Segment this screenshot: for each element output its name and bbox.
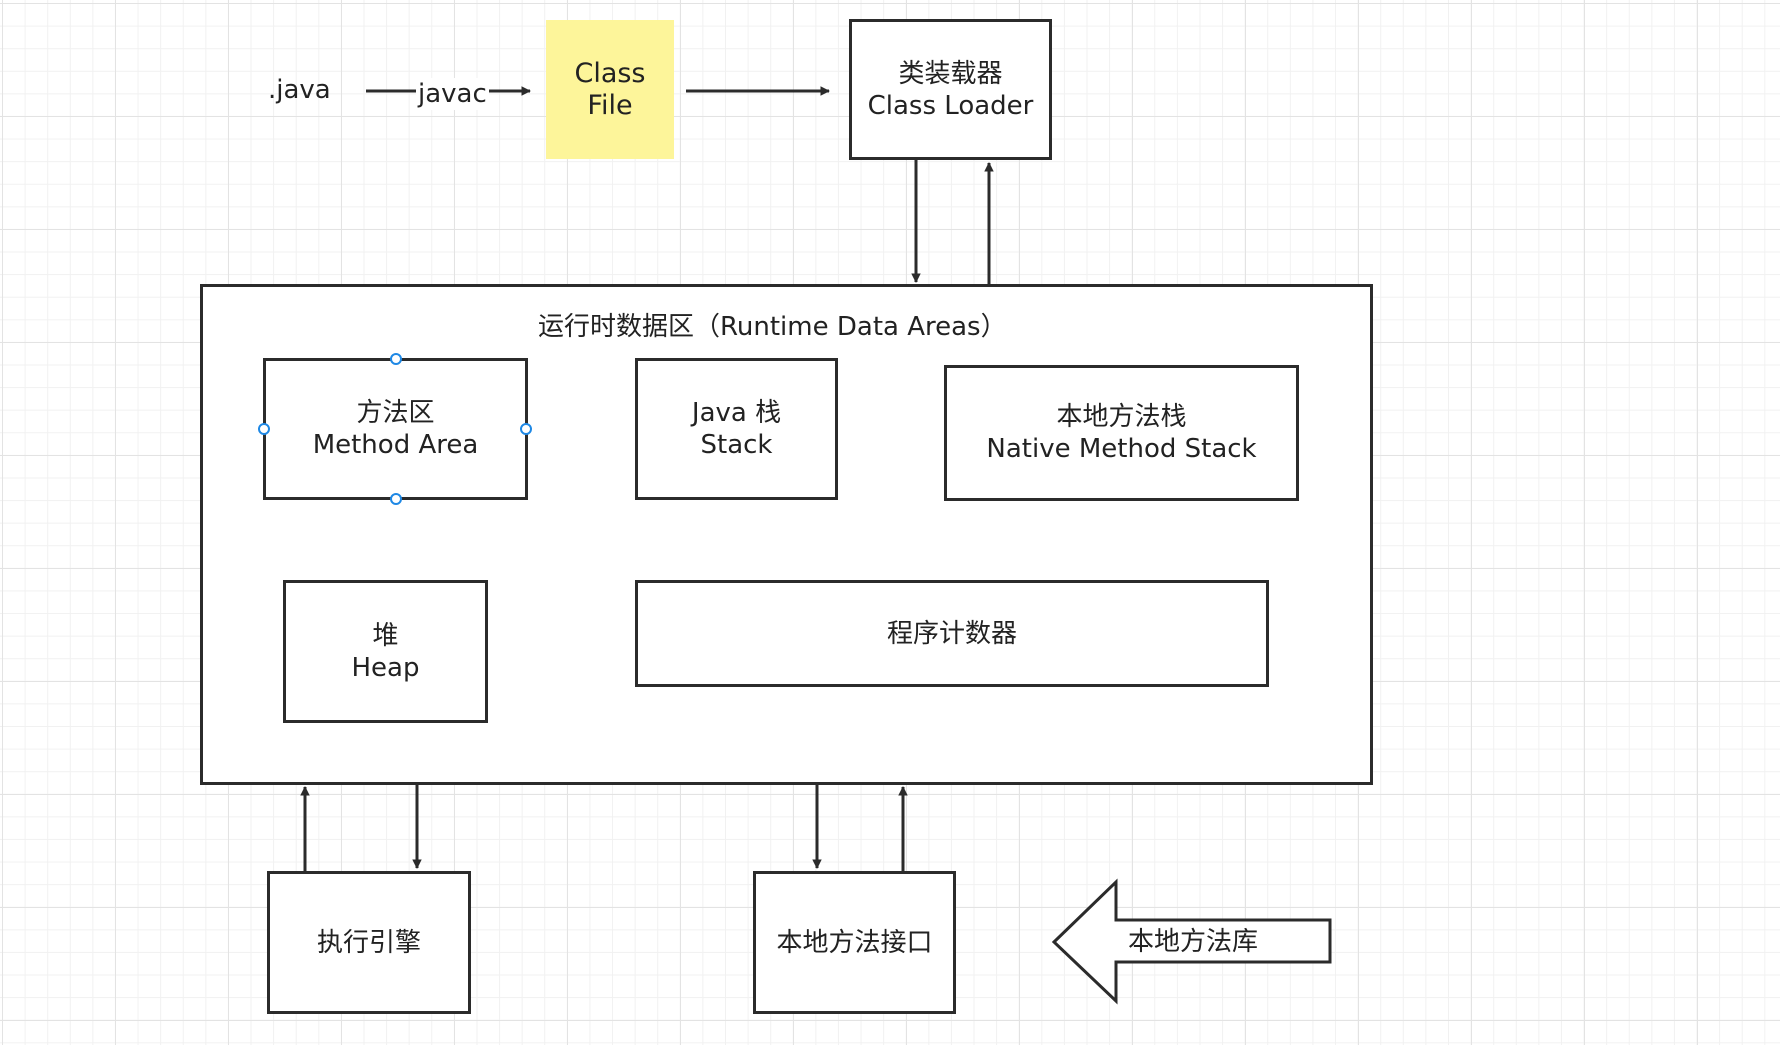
selection-handle-right[interactable] [520,423,532,435]
program-counter-box[interactable]: 程序计数器 [635,580,1269,687]
class-loader-label-cn: 类装载器 [898,58,1003,89]
selection-handle-top[interactable] [390,353,402,365]
selection-handle-left[interactable] [258,423,270,435]
native-interface-label: 本地方法接口 [776,927,933,958]
class-file-label-line2: File [587,89,633,121]
native-library-block-arrow[interactable] [1051,878,1332,1005]
program-counter-label: 程序计数器 [886,618,1017,649]
runtime-data-areas-title: 运行时数据区（Runtime Data Areas） [538,312,1007,342]
java-stack-label-en: Stack [700,430,773,460]
execution-engine-box[interactable]: 执行引擎 [267,871,471,1014]
native-library-label: 本地方法库 [1128,927,1259,957]
class-file-label-line1: Class [574,57,646,89]
native-interface-box[interactable]: 本地方法接口 [753,871,956,1014]
heap-label-en: Heap [351,652,420,683]
method-area-box[interactable]: 方法区 Method Area [263,358,528,500]
heap-box[interactable]: 堆 Heap [283,580,488,723]
class-loader-box[interactable]: 类装载器 Class Loader [849,19,1052,160]
native-method-stack-label-cn: 本地方法栈 [1056,402,1187,432]
java-stack-label-cn: Java 栈 [691,398,782,428]
method-area-label-cn: 方法区 [356,398,435,428]
javac-label: javac [416,78,489,110]
heap-label-cn: 堆 [372,620,399,651]
class-file-note[interactable]: Class File [546,20,674,159]
method-area-label-en: Method Area [312,430,479,460]
selection-handle-bottom[interactable] [390,493,402,505]
class-loader-label-en: Class Loader [867,90,1034,121]
java-source-label: .java [268,75,331,105]
native-method-stack-box[interactable]: 本地方法栈 Native Method Stack [944,365,1299,501]
java-stack-box[interactable]: Java 栈 Stack [635,358,838,500]
native-method-stack-label-en: Native Method Stack [986,434,1257,464]
execution-engine-label: 执行引擎 [316,927,421,958]
